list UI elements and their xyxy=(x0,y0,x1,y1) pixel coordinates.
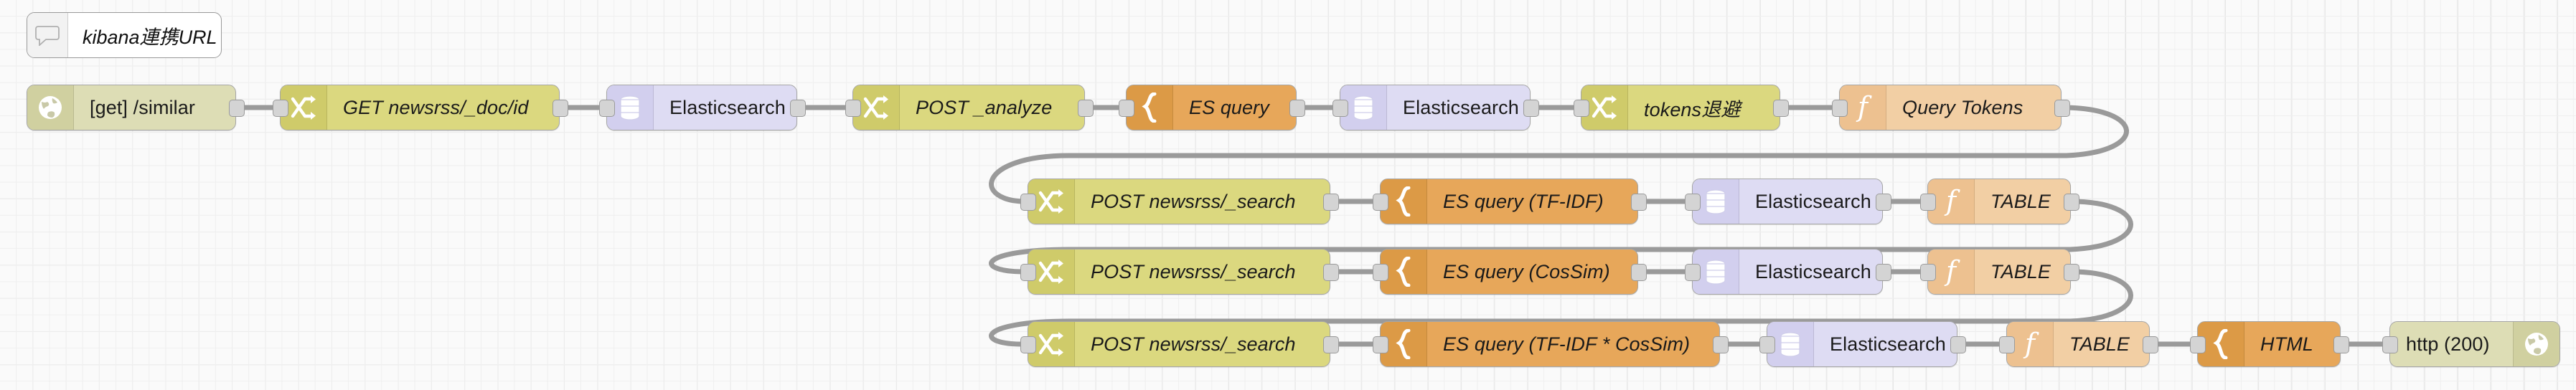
node-http-response-200[interactable]: http (200) xyxy=(2389,321,2560,367)
port-output[interactable] xyxy=(2064,264,2079,281)
node-function-table-r2[interactable]: f TABLE xyxy=(1927,179,2071,224)
port-input[interactable] xyxy=(1119,100,1134,117)
comment-node[interactable]: kibana連携URL xyxy=(27,12,222,58)
port-output[interactable] xyxy=(2064,194,2079,211)
node-elasticsearch-r3[interactable]: Elasticsearch xyxy=(1692,249,1883,295)
node-template-tfidf[interactable]: ES query (TF-IDF) xyxy=(1380,179,1638,224)
svg-text:f: f xyxy=(1944,186,1960,217)
node-label: TABLE xyxy=(1990,260,2051,282)
port-input[interactable] xyxy=(599,100,615,117)
node-elasticsearch-r2[interactable]: Elasticsearch xyxy=(1692,179,1883,224)
node-template-html[interactable]: HTML xyxy=(2197,321,2341,367)
svg-text:f: f xyxy=(1856,92,1872,123)
node-label: Query Tokens xyxy=(1902,96,2023,118)
port-output[interactable] xyxy=(1323,264,1339,281)
node-label: TABLE xyxy=(1990,190,2051,212)
node-change-get-doc[interactable]: GET newsrss/_doc/id xyxy=(280,85,560,130)
port-input[interactable] xyxy=(1832,100,1848,117)
svg-text:f: f xyxy=(2023,328,2039,359)
port-input[interactable] xyxy=(1920,264,1936,281)
node-change-tokens-taihi[interactable]: tokens退避 xyxy=(1581,85,1780,130)
port-input[interactable] xyxy=(1999,336,2015,353)
port-output[interactable] xyxy=(1323,194,1339,211)
port-output[interactable] xyxy=(1876,194,1891,211)
node-elasticsearch-2[interactable]: Elasticsearch xyxy=(1340,85,1531,130)
node-label: POST newsrss/_search xyxy=(1091,190,1296,212)
port-output[interactable] xyxy=(1631,264,1647,281)
port-input[interactable] xyxy=(1920,194,1936,211)
node-change-post-analyze[interactable]: POST _analyze xyxy=(852,85,1085,130)
node-template-es-query[interactable]: ES query xyxy=(1126,85,1297,130)
node-label: tokens退避 xyxy=(1644,98,1741,120)
node-label: Elasticsearch xyxy=(1830,333,1946,355)
node-label: HTML xyxy=(2260,333,2313,355)
node-template-cossim[interactable]: ES query (CosSim) xyxy=(1380,249,1638,295)
port-output[interactable] xyxy=(1876,264,1891,281)
port-output[interactable] xyxy=(2054,100,2070,117)
port-output[interactable] xyxy=(1773,100,1789,117)
port-input[interactable] xyxy=(1685,194,1701,211)
port-output[interactable] xyxy=(229,100,245,117)
port-output[interactable] xyxy=(1950,336,1966,353)
node-label: ES query (CosSim) xyxy=(1443,260,1610,282)
node-change-post-search-r4[interactable]: POST newsrss/_search xyxy=(1028,321,1330,367)
port-input[interactable] xyxy=(845,100,861,117)
globe-icon xyxy=(2513,322,2559,366)
svg-text:f: f xyxy=(1944,256,1960,287)
comment-label: kibana連携URL xyxy=(83,26,217,48)
port-output[interactable] xyxy=(1078,100,1094,117)
node-function-table-r3[interactable]: f TABLE xyxy=(1927,249,2071,295)
port-input[interactable] xyxy=(1332,100,1348,117)
port-input[interactable] xyxy=(2382,336,2398,353)
node-label: Elasticsearch xyxy=(1755,260,1871,282)
node-label: Elasticsearch xyxy=(669,96,786,118)
node-label: POST newsrss/_search xyxy=(1091,260,1296,282)
port-input[interactable] xyxy=(1685,264,1701,281)
port-output[interactable] xyxy=(1631,194,1647,211)
node-elasticsearch-1[interactable]: Elasticsearch xyxy=(606,85,797,130)
node-label: http (200) xyxy=(2406,333,2490,355)
node-elasticsearch-r4[interactable]: Elasticsearch xyxy=(1767,321,1957,367)
comment-bubble-icon xyxy=(27,13,68,57)
port-output[interactable] xyxy=(553,100,568,117)
node-label: [get] /similar xyxy=(90,96,195,118)
node-template-tfidf-cossim[interactable]: ES query (TF-IDF * CosSim) xyxy=(1380,321,1720,367)
port-input[interactable] xyxy=(2190,336,2206,353)
port-output[interactable] xyxy=(2333,336,2349,353)
node-label: TABLE xyxy=(2069,333,2130,355)
port-input[interactable] xyxy=(273,100,288,117)
node-change-post-search-r3[interactable]: POST newsrss/_search xyxy=(1028,249,1330,295)
port-input[interactable] xyxy=(1373,336,1388,353)
node-function-query-tokens[interactable]: f Query Tokens xyxy=(1839,85,2062,130)
port-output[interactable] xyxy=(2143,336,2158,353)
port-input[interactable] xyxy=(1020,336,1036,353)
port-input[interactable] xyxy=(1020,264,1036,281)
node-label: POST _analyze xyxy=(916,96,1053,118)
node-http-in-similar[interactable]: [get] /similar xyxy=(27,85,236,130)
port-output[interactable] xyxy=(1323,336,1339,353)
node-label: ES query (TF-IDF) xyxy=(1443,190,1604,212)
node-label: ES query xyxy=(1189,96,1269,118)
port-output[interactable] xyxy=(1523,100,1539,117)
node-label: Elasticsearch xyxy=(1755,190,1871,212)
port-input[interactable] xyxy=(1574,100,1589,117)
globe-icon xyxy=(27,85,74,130)
port-input[interactable] xyxy=(1020,194,1036,211)
node-label: ES query (TF-IDF * CosSim) xyxy=(1443,333,1691,355)
port-input[interactable] xyxy=(1373,264,1388,281)
node-function-table-r4[interactable]: f TABLE xyxy=(2006,321,2150,367)
node-label: Elasticsearch xyxy=(1403,96,1519,118)
node-change-post-search-r2[interactable]: POST newsrss/_search xyxy=(1028,179,1330,224)
port-output[interactable] xyxy=(1713,336,1729,353)
port-output[interactable] xyxy=(1289,100,1305,117)
node-label: POST newsrss/_search xyxy=(1091,333,1296,355)
port-input[interactable] xyxy=(1373,194,1388,211)
port-output[interactable] xyxy=(790,100,806,117)
node-label: GET newsrss/_doc/id xyxy=(343,96,529,118)
port-input[interactable] xyxy=(1759,336,1775,353)
